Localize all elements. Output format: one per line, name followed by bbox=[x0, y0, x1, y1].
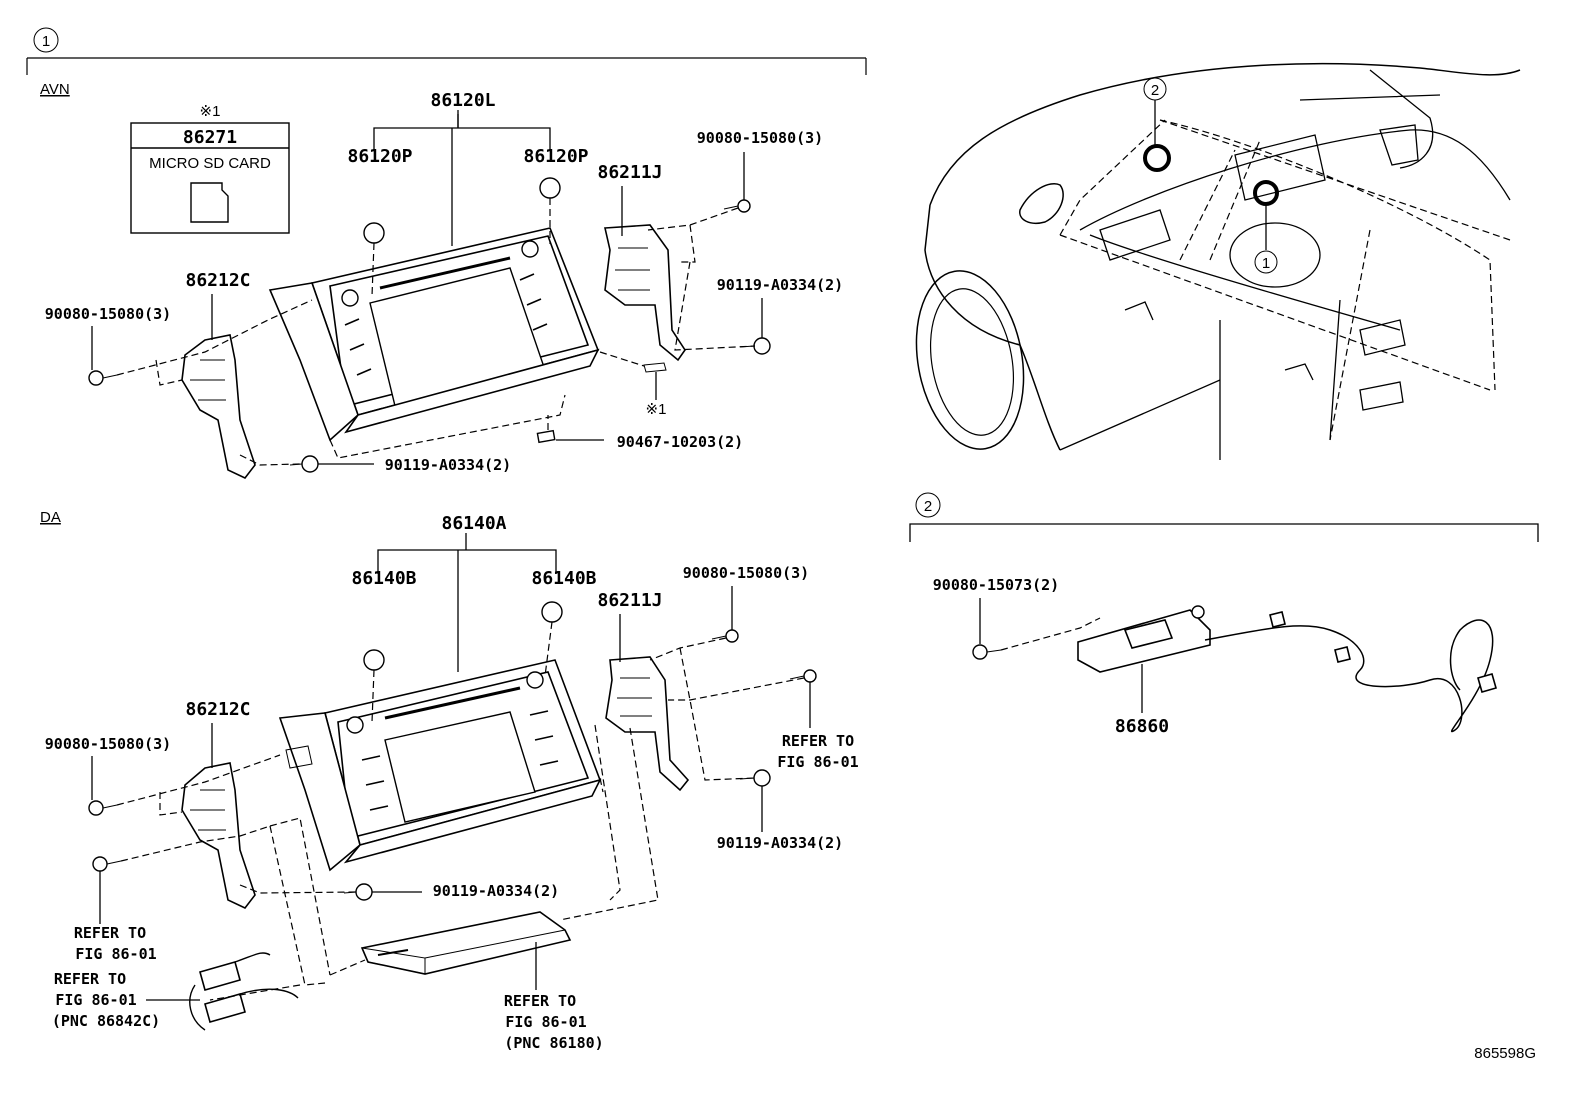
da-head-unit bbox=[278, 659, 602, 872]
avn-bracket-right bbox=[604, 224, 686, 362]
avn-knob-right bbox=[539, 177, 561, 199]
da-section-title: DA bbox=[40, 509, 61, 526]
da-knob-right bbox=[541, 601, 563, 623]
overview-marker-1-text: 1 bbox=[1262, 255, 1270, 272]
avn-sd-slot-ref: ※1 bbox=[646, 401, 667, 418]
s2-part-label: 86860 bbox=[1115, 716, 1169, 737]
da-nut-bottom-label: 90119-A0334(2) bbox=[433, 882, 559, 900]
da-assembly-lines bbox=[116, 637, 805, 1001]
da-main-unit-label: 86140A bbox=[441, 513, 506, 534]
da-refer-right-line1: REFER TO bbox=[782, 732, 854, 750]
avn-head-unit bbox=[268, 227, 600, 442]
da-bracket-right bbox=[605, 656, 690, 792]
section-1-marker: 1 bbox=[42, 33, 50, 50]
da-knob-right-label: 86140B bbox=[531, 568, 596, 589]
overview-marker-2-text: 2 bbox=[1151, 82, 1159, 99]
da-refer-harness-line3: (PNC 86842C) bbox=[52, 1012, 160, 1030]
avn-bolt-top-right bbox=[723, 199, 751, 213]
avn-screw bbox=[536, 429, 556, 444]
avn-knob-right-label: 86120P bbox=[523, 146, 588, 167]
da-bolt-refer-left bbox=[92, 856, 122, 872]
micro-sd-card-icon bbox=[190, 182, 229, 223]
da-module bbox=[360, 911, 572, 975]
avn-section-title: AVN bbox=[40, 81, 70, 98]
da-refer-harness-line1: REFER TO bbox=[54, 970, 126, 988]
da-refer-right-line2: FIG 86-01 bbox=[777, 753, 858, 771]
da-refer-left-line2: FIG 86-01 bbox=[75, 945, 156, 963]
da-bracket-right-label: 86211J bbox=[597, 590, 662, 611]
avn-nut-right-label: 90119-A0334(2) bbox=[717, 276, 843, 294]
avn-nut-bottom-label: 90119-A0334(2) bbox=[385, 456, 511, 474]
da-bracket-left-label: 86212C bbox=[185, 699, 250, 720]
sd-card-label: MICRO SD CARD bbox=[149, 155, 271, 172]
s2-bolt-label: 90080-15073(2) bbox=[933, 576, 1059, 594]
sd-card-part-no: 86271 bbox=[183, 127, 237, 148]
avn-main-unit-label: 86120L bbox=[430, 90, 495, 111]
da-nut-bottom bbox=[343, 883, 373, 901]
avn-bolt-left bbox=[88, 370, 118, 386]
da-refer-module-line3: (PNC 86180) bbox=[504, 1034, 603, 1052]
avn-bolt-left-label: 90080-15080(3) bbox=[45, 305, 171, 323]
vehicle-overview-illustration bbox=[915, 62, 1521, 460]
section-2-marker: 2 bbox=[924, 498, 932, 515]
section-2-header: 2 bbox=[909, 492, 1539, 542]
da-refer-left-line1: REFER TO bbox=[74, 924, 146, 942]
s2-bolt bbox=[972, 644, 1002, 660]
section-1-header: 1 bbox=[26, 27, 867, 75]
figure-id: 865598G bbox=[1474, 1045, 1536, 1062]
da-knob-left-label: 86140B bbox=[351, 568, 416, 589]
da-bolt-left-label: 90080-15080(3) bbox=[45, 735, 171, 753]
s2-module bbox=[1077, 605, 1497, 733]
da-bracket-left bbox=[181, 762, 256, 909]
da-nut-right-label: 90119-A0334(2) bbox=[717, 834, 843, 852]
avn-bracket-right-label: 86211J bbox=[597, 162, 662, 183]
avn-bracket-left-label: 86212C bbox=[185, 270, 250, 291]
da-bolt-refer bbox=[789, 669, 817, 683]
da-bolt-top-right bbox=[711, 629, 739, 643]
avn-sd-slot-marker bbox=[643, 362, 667, 373]
avn-knob-left bbox=[363, 222, 385, 244]
avn-screw-label: 90467-10203(2) bbox=[617, 433, 743, 451]
overview-marker-2: 2 bbox=[1143, 77, 1171, 172]
sd-ref-mark: ※1 bbox=[200, 103, 221, 120]
da-harness-connector bbox=[189, 952, 299, 1031]
da-refer-module-line1: REFER TO bbox=[504, 992, 576, 1010]
overview-marker-1: 1 bbox=[1253, 180, 1279, 274]
avn-assembly-lines bbox=[116, 207, 756, 466]
avn-bracket-left bbox=[181, 334, 256, 479]
da-refer-harness-line2: FIG 86-01 bbox=[55, 991, 136, 1009]
da-bolt-top-right-label: 90080-15080(3) bbox=[683, 564, 809, 582]
da-knob-left bbox=[363, 649, 385, 671]
da-refer-module-line2: FIG 86-01 bbox=[505, 1013, 586, 1031]
da-nut-right bbox=[739, 769, 771, 787]
avn-bolt-top-right-label: 90080-15080(3) bbox=[697, 129, 823, 147]
sd-card-box: ※1 86271 MICRO SD CARD bbox=[130, 103, 290, 234]
da-bolt-left bbox=[88, 800, 118, 816]
avn-knob-left-label: 86120P bbox=[347, 146, 412, 167]
